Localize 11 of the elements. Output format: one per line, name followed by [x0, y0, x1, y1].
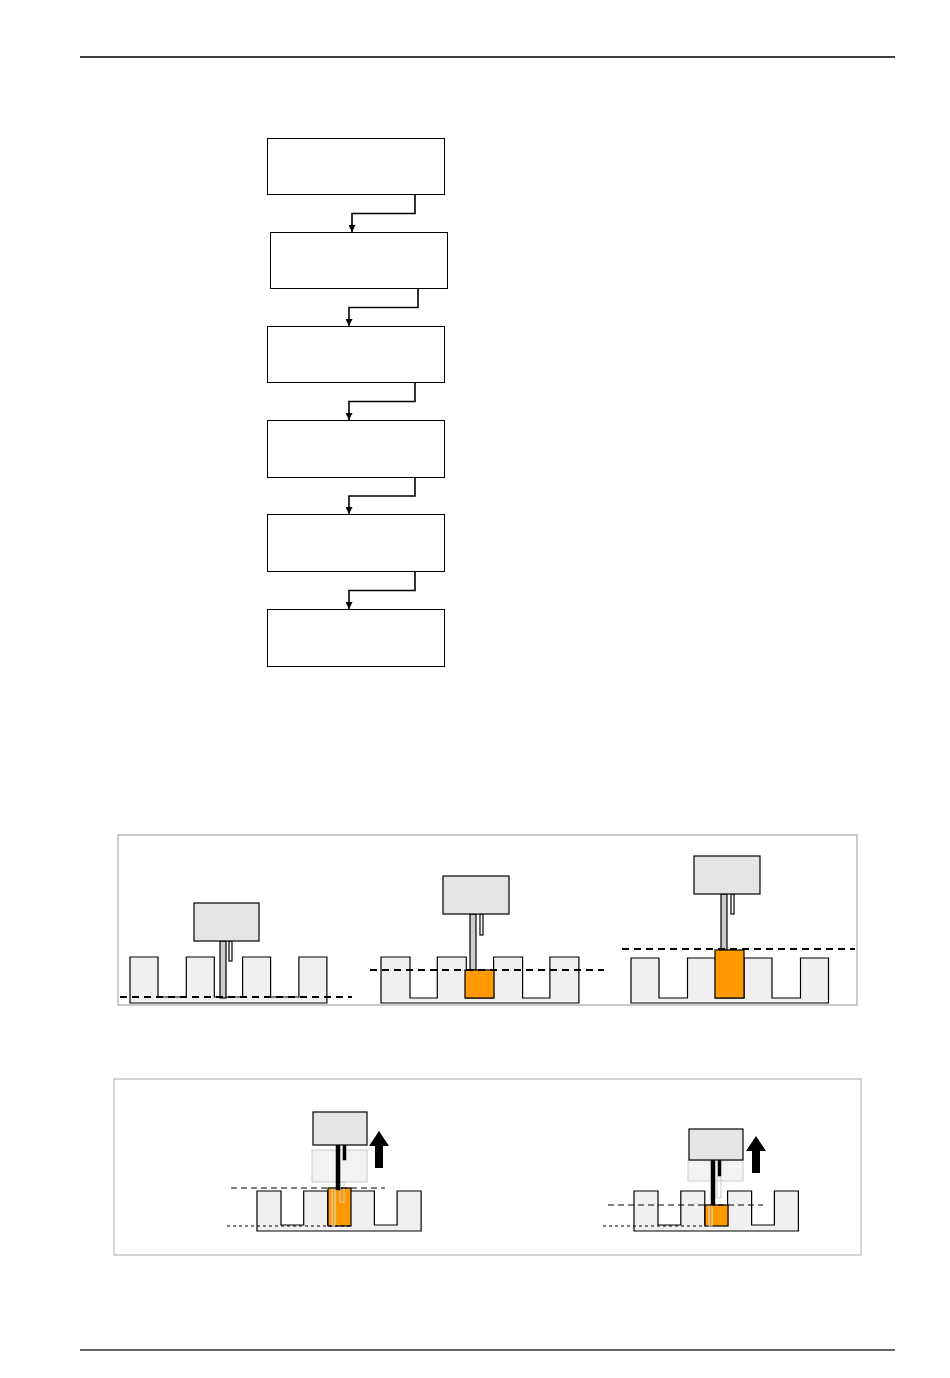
arrow	[345, 288, 419, 327]
process-box	[267, 609, 445, 667]
process-box	[267, 420, 445, 478]
process-box	[267, 326, 445, 383]
process-box	[270, 232, 448, 289]
arrow	[345, 382, 416, 421]
arrow	[345, 477, 416, 515]
process-box	[267, 514, 445, 572]
process-box	[267, 138, 445, 195]
arrow	[348, 194, 416, 233]
arrow	[345, 571, 416, 610]
